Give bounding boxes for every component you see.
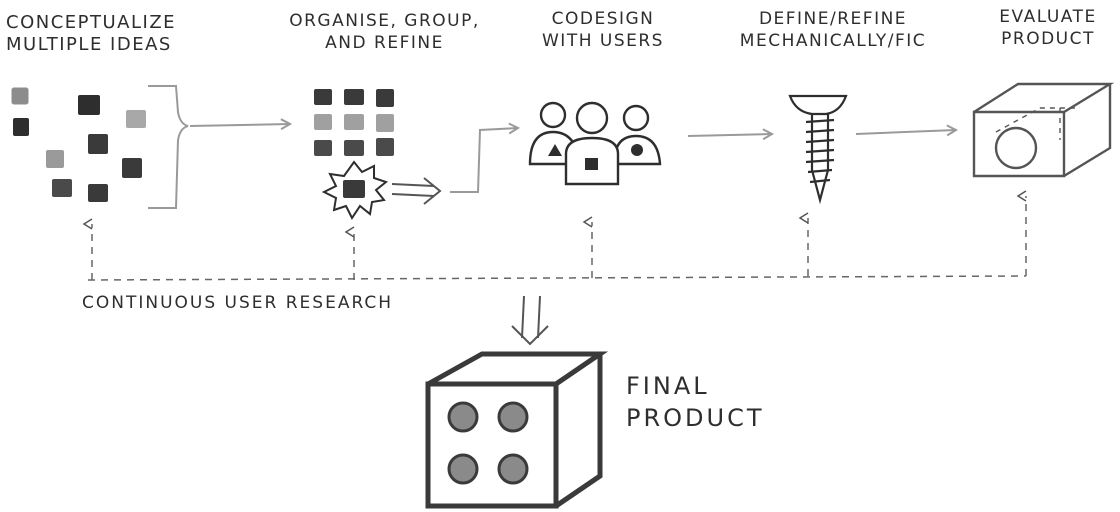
stage-label-line: Conceptualize [6,12,177,33]
idea-note [78,95,100,115]
screw-icon [788,94,848,205]
idea-note [126,110,146,128]
arrow-2 [450,128,518,193]
stage-label-line: Codesign [551,9,655,29]
idea-note [13,118,29,136]
idea-note [88,134,108,154]
arrow-4 [855,130,956,134]
arrow-3 [687,134,772,136]
final-product-label-line: Final [626,372,710,400]
idea-note [46,150,64,168]
stage-label-line: mechanically/fic [739,31,927,51]
stage-label-organise: Organise, group, and refine [272,10,497,54]
final-product-label-line: product [626,404,765,432]
grouping-brace [148,85,189,209]
idea-note [122,158,142,178]
idea-note [88,184,108,202]
users-group-icon [528,101,662,186]
final-product-box-icon [425,351,609,509]
research-label: Continuous user research [82,293,394,313]
stage-label-line: Evaluate [999,7,1097,27]
final-product-label: Final product [626,370,765,434]
organised-notes-grid [314,89,394,156]
idea-note [11,87,29,105]
stage-label-define: Define/refine mechanically/fic [718,8,948,52]
stage-label-line: Organise, group, [289,11,480,31]
down-arrow [511,295,549,346]
arrow-1 [189,124,290,126]
stage-label-line: product [1001,29,1095,49]
prototype-box-icon [972,82,1115,178]
double-arrow [391,177,442,205]
stage-label-codesign: Codesign with users [528,8,678,52]
research-feedback-lines [82,190,1027,281]
idea-notes-cluster [11,87,146,202]
stage-label-line: with users [542,31,664,51]
stage-label-conceptualize: Conceptualize multiple ideas [6,12,176,56]
stage-label-line: and refine [325,33,444,53]
stage-label-evaluate: Evaluate product [988,6,1108,50]
stage-label-line: multiple ideas [6,34,172,55]
stage-label-line: Define/refine [758,9,908,29]
idea-note [52,179,72,197]
refined-idea-burst [321,160,389,220]
